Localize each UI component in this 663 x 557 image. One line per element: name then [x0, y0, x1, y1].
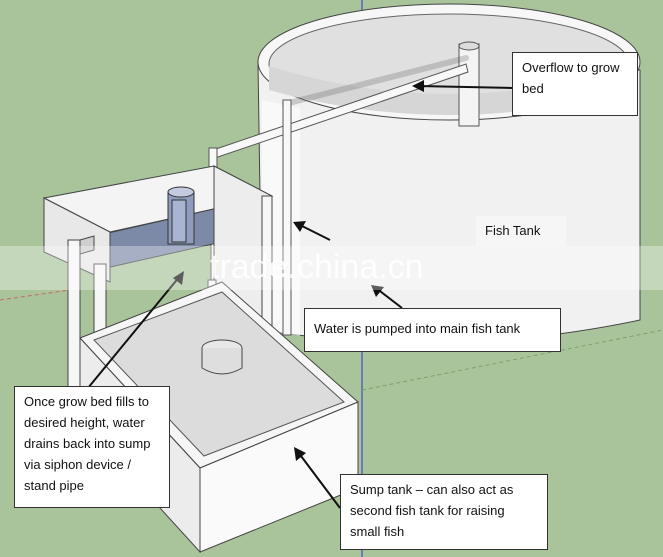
standpipe [171, 199, 187, 243]
overflow-pipe-top [458, 41, 480, 51]
label-overflow: Overflow to grow bed [512, 52, 638, 116]
pump-riser-pipe [282, 99, 292, 336]
pointer-pump-upper [297, 223, 331, 241]
axis-line-red [0, 289, 71, 301]
label-siphon: Once grow bed fills to desired height, w… [14, 386, 170, 508]
label-pumped: Water is pumped into main fish tank [304, 308, 561, 352]
watermark-band [0, 246, 663, 290]
pointer-siphon [87, 275, 181, 389]
watermark-text: trade.china.cn [210, 248, 424, 286]
pointer-lines [87, 80, 513, 509]
pointer-overflow [417, 85, 513, 89]
label-sump: Sump tank – can also act as second fish … [340, 474, 548, 550]
axis-line-green [361, 329, 663, 391]
pointer-sump [297, 451, 341, 509]
pump-body [201, 348, 243, 375]
label-fish-tank: Fish Tank [476, 216, 566, 246]
